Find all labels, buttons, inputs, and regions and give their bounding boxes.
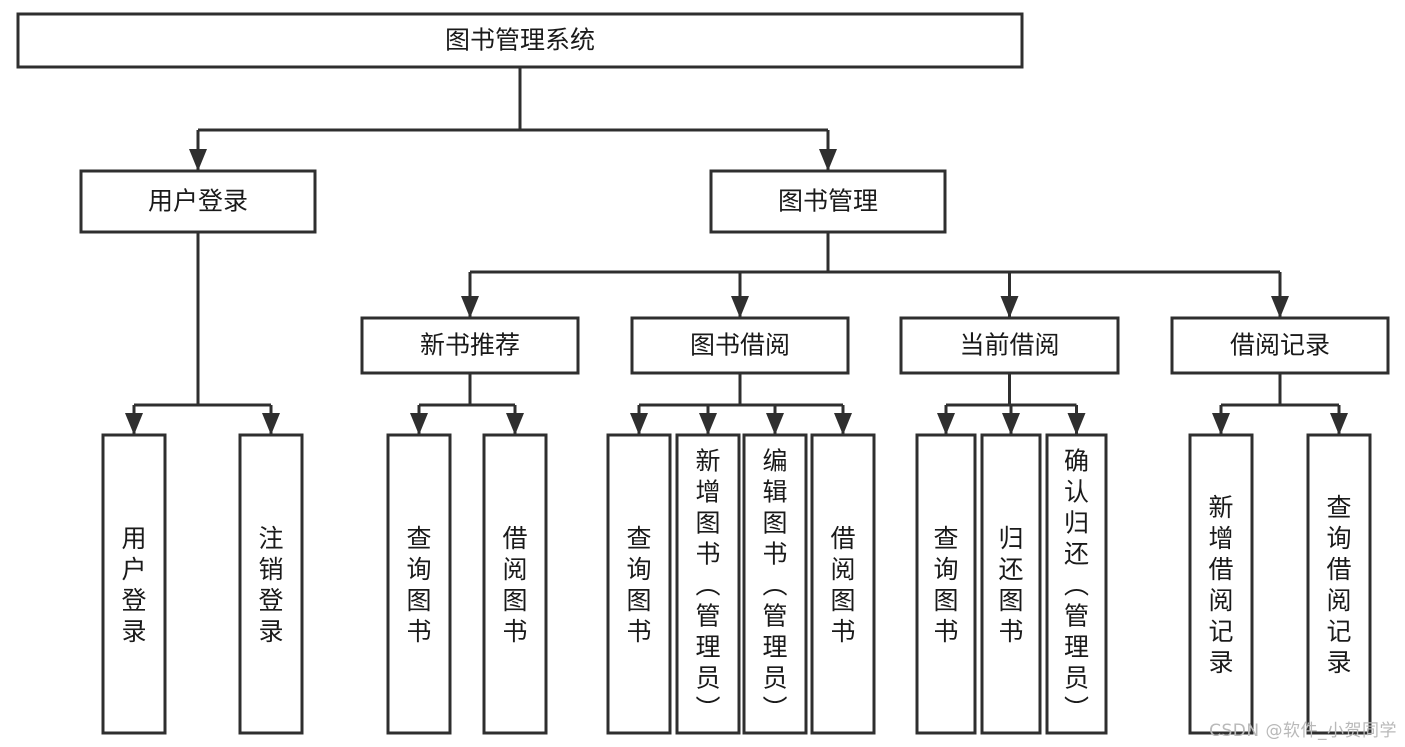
arrow-head-icon [461,296,479,318]
node-box [675,433,741,735]
leaf-node-10[interactable]: 归还图书 [980,433,1042,735]
node-box [980,433,1042,735]
node-label: 用户登录 [148,187,248,216]
arrow-head-icon [506,413,524,435]
leaf-node-2[interactable]: 注销登录 [238,433,304,735]
node-box [709,169,947,234]
node-box [238,433,304,735]
node-label: 当前借阅 [959,331,1059,360]
arrow-head-icon [410,413,428,435]
node-box [1306,433,1372,735]
node-box [742,433,808,735]
arrow-head-icon [125,413,143,435]
arrow-head-icon [1271,296,1289,318]
leaf-node-9[interactable]: 查询图书 [915,433,977,735]
node-box [360,316,580,375]
leaf-node-1[interactable]: 用户登录 [101,433,167,735]
leaf-node-4[interactable]: 借阅图书 [482,433,548,735]
arrow-head-icon [189,149,207,171]
leaf-node-7[interactable]: 编辑图书︵管理员︶ [742,433,808,735]
node-box [79,169,317,234]
node-label: 查询图书 [626,524,651,646]
node-box [101,433,167,735]
node-label: 新书推荐 [420,331,520,360]
arrow-head-icon [819,149,837,171]
node-label: 编辑图书︵管理员︶ [762,447,787,724]
arrow-head-icon [1330,413,1348,435]
node-box [915,433,977,735]
node-box [630,316,850,375]
node-box [1170,316,1390,375]
node-box [1188,433,1254,735]
node-label: 查询图书 [406,524,431,646]
node-label: 确认归还︵管理员︶ [1064,447,1089,724]
level2-node-2[interactable]: 图书借阅 [630,316,850,375]
node-label: 新增图书︵管理员︶ [695,447,720,724]
node-label: 图书管理系统 [445,26,595,55]
node-box [482,433,548,735]
arrow-head-icon [1212,413,1230,435]
leaf-node-3[interactable]: 查询图书 [386,433,452,735]
node-label: 图书管理 [778,187,878,216]
node-label: 查询图书 [933,524,958,646]
node-box [386,433,452,735]
node-box [899,316,1120,375]
node-label: 查询借阅记录 [1326,493,1351,677]
node-label: 归还图书 [998,524,1023,646]
root-node-1[interactable]: 图书管理系统 [16,12,1024,69]
node-label: 用户登录 [121,524,146,646]
level2-node-4[interactable]: 借阅记录 [1170,316,1390,375]
leaf-node-6[interactable]: 新增图书︵管理员︶ [675,433,741,735]
level2-node-3[interactable]: 当前借阅 [899,316,1120,375]
leaf-node-11[interactable]: 确认归还︵管理员︶ [1045,433,1108,735]
arrow-head-icon [262,413,280,435]
arrow-head-icon [630,413,648,435]
leaf-node-13[interactable]: 查询借阅记录 [1306,433,1372,735]
nodes-layer: 图书管理系统用户登录图书管理新书推荐图书借阅当前借阅借阅记录用户登录注销登录查询… [16,12,1390,735]
leaf-node-8[interactable]: 借阅图书 [810,433,876,735]
arrow-head-icon [937,413,955,435]
arrow-head-icon [834,413,852,435]
leaf-node-12[interactable]: 新增借阅记录 [1188,433,1254,735]
arrow-head-icon [731,296,749,318]
node-box [16,12,1024,69]
level2-node-1[interactable]: 新书推荐 [360,316,580,375]
arrow-head-icon [766,413,784,435]
arrow-head-icon [1067,413,1086,435]
connectors-layer [125,67,1348,435]
node-box [1045,433,1108,735]
node-box [810,433,876,735]
node-label: 借阅记录 [1230,331,1330,360]
node-label: 借阅图书 [502,524,527,646]
leaf-node-5[interactable]: 查询图书 [606,433,672,735]
level1-node-2[interactable]: 图书管理 [709,169,947,234]
arrow-head-icon [699,413,717,435]
node-label: 注销登录 [258,524,283,646]
node-label: 借阅图书 [830,524,855,646]
node-box [606,433,672,735]
arrow-head-icon [1002,413,1020,435]
node-label: 图书借阅 [690,331,790,360]
node-label: 新增借阅记录 [1208,493,1233,677]
level1-node-1[interactable]: 用户登录 [79,169,317,234]
arrow-head-icon [1000,296,1019,318]
